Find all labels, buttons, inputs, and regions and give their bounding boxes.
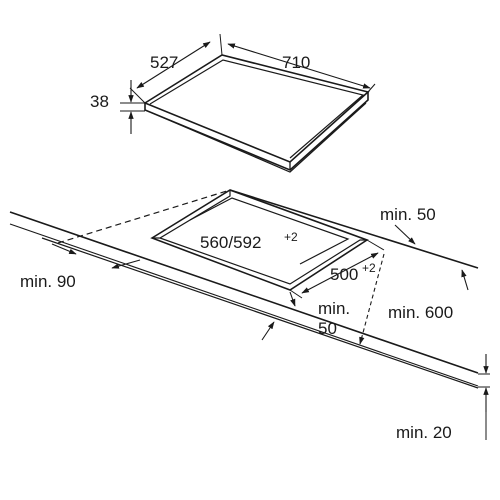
hob-height-label: 38 <box>90 92 109 111</box>
cutout-length-tolerance: +2 <box>284 230 298 244</box>
side-clearance-dimension: min. 90 <box>20 243 141 291</box>
rear-clearance-dimension: min. 50 <box>380 205 469 291</box>
hob <box>143 54 370 173</box>
hob-top-face <box>143 54 370 163</box>
side-clearance-label: min. 90 <box>20 272 76 291</box>
worktop <box>9 189 479 389</box>
hob-glass-edge <box>149 59 365 159</box>
worktop-thickness-label: min. 20 <box>396 423 452 442</box>
wall-clearance-label: min. 600 <box>388 303 453 322</box>
hob-width-label: 527 <box>150 53 178 72</box>
wall-clearance-dimension: min. 600 <box>359 253 453 345</box>
cutout-length-label: 560/592 <box>200 233 261 252</box>
worktop-thickness-dimension: min. 20 <box>396 354 490 442</box>
hob-underside <box>149 102 367 173</box>
worktop-surface-line <box>41 237 479 389</box>
hob-length-dimension: 710 <box>227 43 376 93</box>
cutout-width-dimension: 500 +2 <box>289 239 385 299</box>
front-clearance-label-line1: min. <box>318 299 350 318</box>
hob-width-dimension: 527 <box>129 33 223 104</box>
hob-length-label: 710 <box>282 53 310 72</box>
front-clearance-dimension: min. 50 <box>261 291 350 341</box>
cutout-depth-line <box>189 197 350 265</box>
cutout-width-tolerance: +2 <box>362 261 376 275</box>
worktop-back-edge <box>9 211 479 374</box>
worktop-rear-line <box>229 189 479 269</box>
cutout-width-label: 500 <box>330 265 358 284</box>
rear-clearance-label: min. 50 <box>380 205 436 224</box>
front-clearance-label-line2: 50 <box>318 319 337 338</box>
hob-height-dimension: 38 <box>90 80 145 134</box>
worktop-front-edge <box>9 223 479 387</box>
